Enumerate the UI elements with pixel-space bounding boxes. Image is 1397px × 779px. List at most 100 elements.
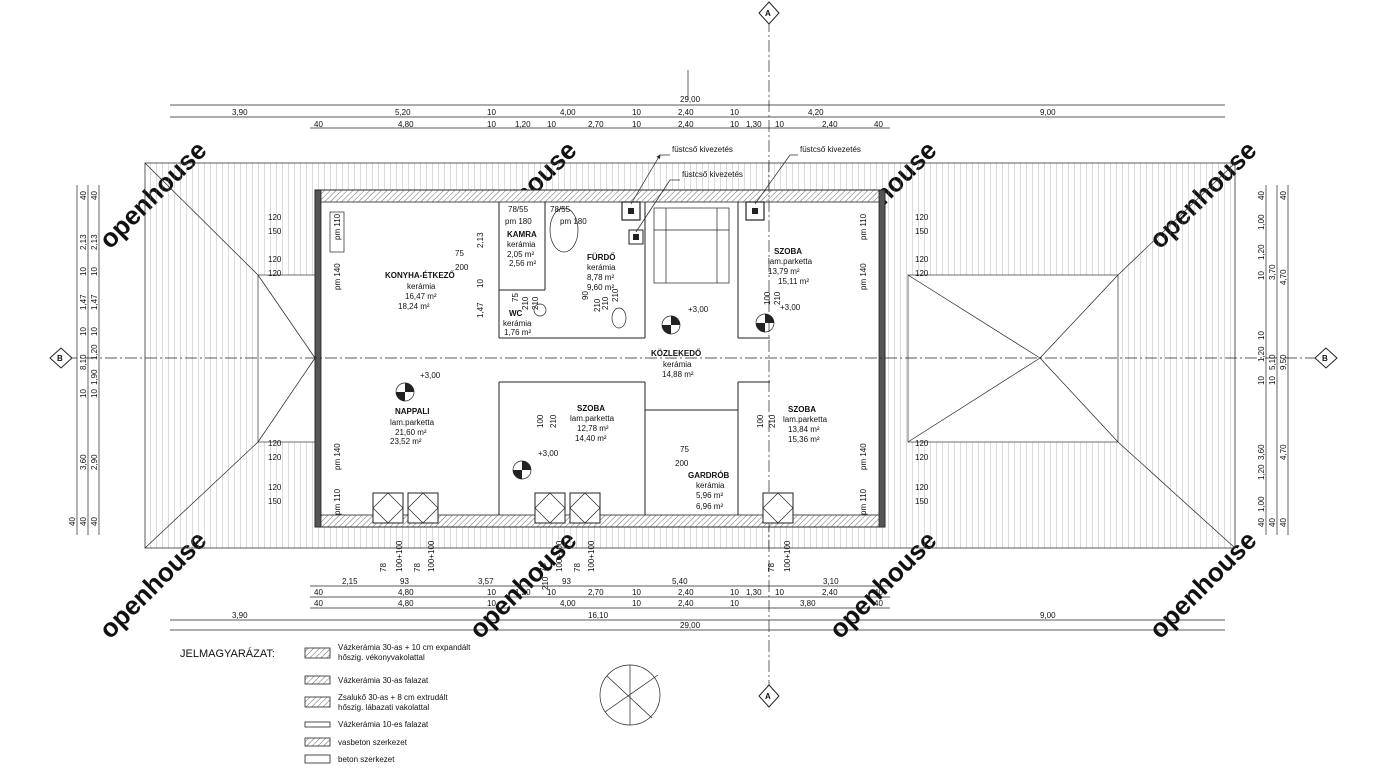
dim-bottom-r4: 16,10 — [588, 611, 609, 620]
room-floor: kerámia — [507, 240, 536, 249]
opening-label: 90 — [581, 291, 590, 300]
dim-bottom-r1: 2,15 — [342, 577, 358, 586]
room-floor: kerámia — [407, 282, 436, 291]
dim-top-r1: 9,00 — [1040, 108, 1056, 117]
dim-bottom-r1: 3,57 — [478, 577, 494, 586]
dim-top-r1: 2,40 — [678, 108, 694, 117]
dim-top-r2: 1,20 — [515, 120, 531, 129]
dim-left: 40 — [79, 517, 88, 526]
chimneys: füstcső kivezetés füstcső kivezetés füst… — [621, 145, 861, 245]
room-name: FÜRDŐ — [587, 253, 615, 262]
window-label: 120 — [915, 213, 929, 222]
room-name: WC — [509, 309, 523, 318]
legend-item: beton szerkezet — [338, 755, 395, 764]
opening-label: 10 — [476, 279, 485, 288]
room-furdo: FÜRDŐ kerámia 8,78 m² 9,60 m² — [587, 253, 616, 292]
dim-top-r1: 4,20 — [808, 108, 824, 117]
dim-left: 40 — [90, 517, 99, 526]
dim-left: 3,60 — [79, 454, 88, 470]
window-labels: 120 150 120 120 120 120 150 120 120 150 … — [268, 213, 929, 506]
opening-label: pm 110 — [333, 213, 342, 240]
room-name: KONYHA-ÉTKEZŐ — [385, 271, 455, 280]
window-label: 120 — [268, 439, 282, 448]
window-label: 120 — [915, 453, 929, 462]
room-wc: WC kerámia 1,76 m² — [503, 309, 532, 337]
legend: JELMAGYARÁZAT: Vázkerámia 30-as + 10 cm … — [180, 643, 471, 764]
legend-item: hőszig. lábazati vakolattal — [338, 703, 429, 712]
room-kozlekedo: KÖZLEKEDŐ kerámia 14,88 m² — [651, 349, 701, 379]
opening-label: pm 110 — [859, 488, 868, 515]
dim-top-r1: 10 — [632, 108, 641, 117]
opening-label: 210 — [541, 576, 550, 590]
chimney-label: füstcső kivezetés — [682, 170, 743, 179]
dim-right: 9,50 — [1279, 354, 1288, 370]
dim-top-r2: 40 — [874, 120, 883, 129]
room-name: KÖZLEKEDŐ — [651, 349, 701, 358]
room-area: 2,05 m² — [507, 250, 534, 259]
level-label: +3,00 — [538, 449, 559, 458]
window-label: 150 — [915, 497, 929, 506]
opening-label: 100 — [756, 414, 765, 428]
window-label: 120 — [915, 483, 929, 492]
opening-label: pm 180 — [560, 217, 587, 226]
room-area: 5,96 m² — [696, 491, 723, 500]
top-dimensions: 29,00 3,90 5,20 10 4,00 10 2,40 10 4,20 … — [170, 95, 1225, 129]
level-label: +3,00 — [688, 305, 709, 314]
opening-label: 100+100 — [587, 540, 596, 572]
dim-bottom-r2: 2,40 — [678, 588, 694, 597]
opening-label: 78 — [767, 563, 776, 572]
dim-bottom-r2: 10 — [730, 588, 739, 597]
room-name: SZOBA — [788, 405, 816, 414]
bottom-dimensions: 2,15 93 3,57 93 5,40 3,10 40 4,80 10 1,2… — [170, 577, 1225, 631]
room-area: 2,56 m² — [509, 259, 536, 268]
opening-label: pm 140 — [859, 443, 868, 470]
room-szoba-s: SZOBA lam.parketta 12,78 m² 14,40 m² — [570, 404, 615, 443]
dim-left: 10 — [90, 389, 99, 398]
opening-label: 200 — [455, 263, 469, 272]
room-gardrob: GARDRÓB kerámia 5,96 m² 6,96 m² — [688, 471, 730, 511]
left-dimensions: 40 40 2,13 2,13 10 10 1,47 1,47 10 10 1,… — [68, 185, 100, 535]
opening-label: 78/55 — [508, 205, 529, 214]
room-floor: kerámia — [696, 481, 725, 490]
window-label: 120 — [268, 255, 282, 264]
room-floor: lam.parketta — [768, 257, 813, 266]
dim-right: 1,20 — [1257, 244, 1266, 260]
dim-left: 1,47 — [90, 294, 99, 310]
room-area: 23,52 m² — [390, 437, 422, 446]
opening-label: pm 140 — [333, 263, 342, 290]
legend-item: Vázkerámia 30-as falazat — [338, 676, 429, 685]
opening-label: 1,47 — [476, 302, 485, 318]
dim-right: 10 — [1268, 376, 1277, 385]
room-floor: lam.parketta — [390, 418, 435, 427]
level-markers: +3,00 +3,00 +3,00 +3,00 — [395, 303, 801, 480]
room-area: 13,79 m² — [768, 267, 800, 276]
window-label: 120 — [915, 269, 929, 278]
opening-label: pm 140 — [333, 443, 342, 470]
room-name: GARDRÓB — [688, 471, 730, 480]
opening-label: pm 140 — [859, 263, 868, 290]
roof-windows — [372, 492, 794, 524]
legend-title: JELMAGYARÁZAT: — [180, 647, 275, 660]
dim-bottom-r2: 10 — [775, 588, 784, 597]
opening-label: 75 — [511, 293, 520, 302]
dim-right: 40 — [1268, 518, 1277, 527]
dim-left: 8,10 — [79, 354, 88, 370]
dim-right: 4,70 — [1279, 269, 1288, 285]
room-floor: kerámia — [503, 319, 532, 328]
dim-bottom-r3: 4,00 — [560, 599, 576, 608]
dim-right: 10 — [1257, 271, 1266, 280]
opening-label: 2,13 — [476, 232, 485, 248]
dim-right: 40 — [1279, 191, 1288, 200]
dim-right: 40 — [1279, 518, 1288, 527]
dim-left: 1,47 — [79, 294, 88, 310]
dim-top-r1: 4,00 — [560, 108, 576, 117]
opening-labels: 100+100 100+100 100+100 100+100 100+100 … — [333, 205, 868, 590]
dim-bottom-r2: 10 — [632, 588, 641, 597]
dim-top-r1: 10 — [730, 108, 739, 117]
window-label: 150 — [915, 227, 929, 236]
dim-bottom-r2: 4,80 — [398, 588, 414, 597]
dim-top-r2: 2,70 — [588, 120, 604, 129]
window-label: 150 — [268, 497, 282, 506]
dim-left: 1,90 — [90, 369, 99, 385]
